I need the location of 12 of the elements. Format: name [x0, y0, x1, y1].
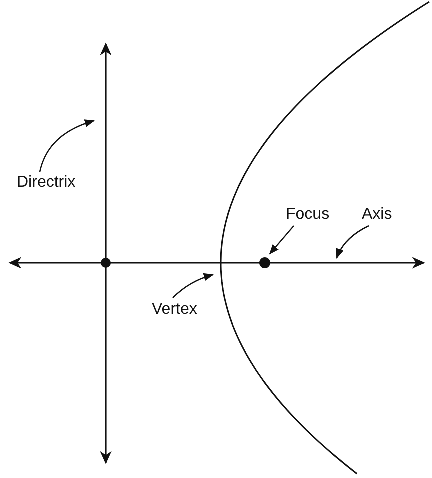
leader-line — [172, 274, 214, 298]
axis-line — [8, 257, 426, 269]
leader-line — [269, 226, 294, 255]
leader-line — [39, 120, 95, 172]
part-label: Axis — [362, 206, 392, 224]
part-label: Focus — [286, 206, 330, 224]
parabola-curve — [220, 1, 430, 475]
part-label: Vertex — [152, 301, 198, 319]
focus-point — [260, 258, 270, 268]
directrix-line — [100, 42, 112, 464]
leader-line — [336, 225, 370, 259]
part-label: Directrix — [17, 174, 76, 192]
